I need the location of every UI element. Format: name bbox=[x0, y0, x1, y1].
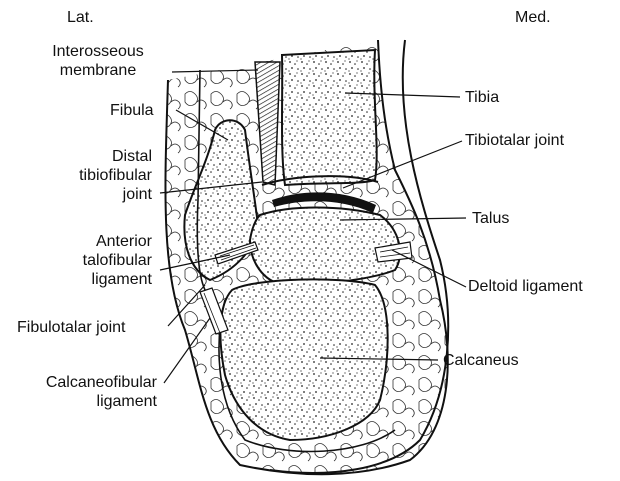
deltoid-ligament-label: Deltoid ligament bbox=[468, 277, 583, 296]
distal-tibiofibular-joint-label: Distal tibiofibular joint bbox=[40, 147, 152, 204]
fibulotalar-joint-label: Fibulotalar joint bbox=[17, 318, 126, 337]
calcaneus-bone bbox=[220, 279, 387, 440]
anterior-talofibular-ligament-label: Anterior talofibular ligament bbox=[40, 232, 152, 289]
lateral-orientation-label: Lat. bbox=[67, 8, 94, 27]
fibula-label: Fibula bbox=[110, 101, 154, 120]
tibiotalar-joint-label: Tibiotalar joint bbox=[465, 131, 564, 150]
talus-label: Talus bbox=[472, 209, 509, 228]
calcaneus-label: Calcaneus bbox=[443, 351, 519, 370]
calcaneofibular-ligament-label: Calcaneofibular ligament bbox=[2, 373, 157, 411]
medial-orientation-label: Med. bbox=[515, 8, 551, 27]
tibia-label: Tibia bbox=[465, 88, 499, 107]
interosseous-membrane-label: Interosseous membrane bbox=[28, 42, 168, 80]
tibia-bone bbox=[282, 50, 377, 185]
